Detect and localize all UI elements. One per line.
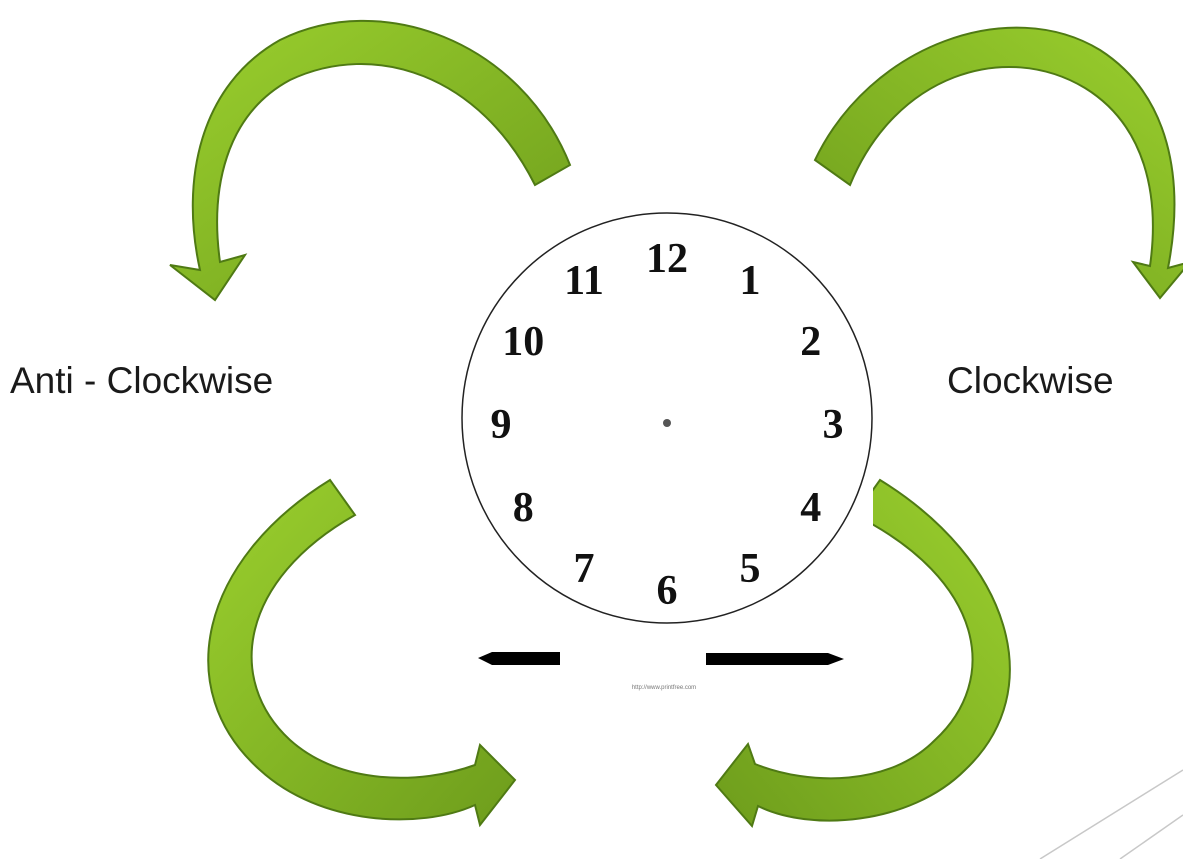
clock-rim (461, 212, 873, 624)
anticlockwise-label: Anti - Clockwise (10, 360, 274, 401)
clockwise-label: Clockwise (947, 360, 1114, 401)
corner-decoration (1039, 769, 1183, 859)
clock-numeral-3: 3 (823, 402, 844, 448)
curved-arrow-icon-top-left (169, 19, 572, 302)
clock-numeral-11: 11 (564, 258, 604, 304)
clock-center-dot (663, 419, 671, 427)
minute-hand-icon (706, 653, 844, 665)
clock-numeral-1: 1 (740, 258, 761, 304)
hour-hand-icon (478, 652, 560, 665)
clock-numeral-6: 6 (657, 568, 678, 614)
curved-arrow-icon-bottom-left (207, 478, 517, 828)
clock-numeral-4: 4 (800, 485, 821, 531)
curved-arrow-icon-top-right (813, 26, 1183, 300)
clock-numeral-2: 2 (800, 319, 821, 365)
clock-numeral-9: 9 (491, 402, 512, 448)
clock-numeral-5: 5 (740, 546, 761, 592)
clock-numeral-10: 10 (502, 319, 544, 365)
clock-numeral-8: 8 (513, 485, 534, 531)
clock-numeral-12: 12 (646, 236, 688, 282)
credit-text: http://www.printfree.com (632, 685, 696, 691)
clock-numeral-7: 7 (574, 546, 595, 592)
curved-arrow-icon-bottom-right (714, 478, 1011, 829)
